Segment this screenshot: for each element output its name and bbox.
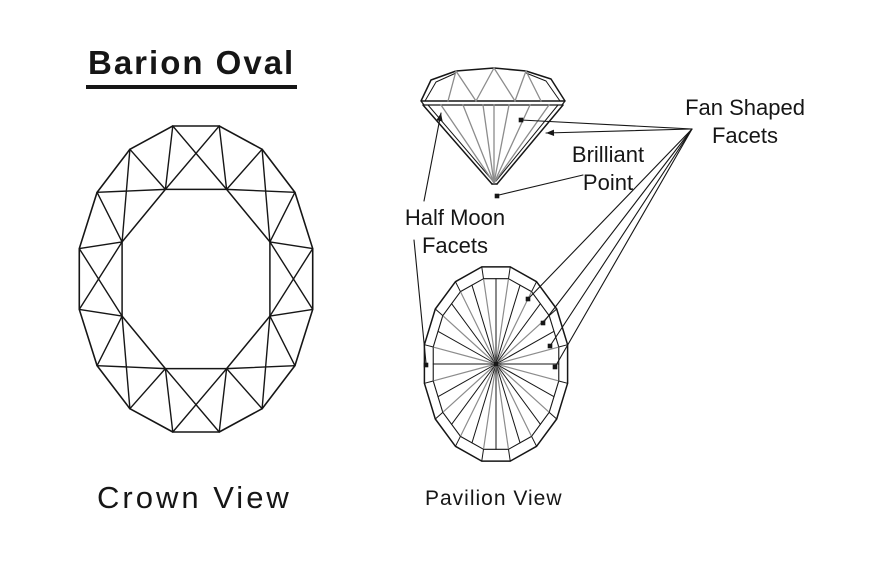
brilliant-point-label: Brilliant Point — [571, 142, 645, 196]
crown-view-drawing — [78, 125, 314, 433]
side-profile-drawing — [420, 67, 566, 185]
half-moon-facets-label: Half Moon Facets — [404, 205, 506, 259]
pavilion-view-drawing — [423, 266, 569, 462]
annotation-lines — [413, 112, 693, 370]
page-title: Barion Oval — [86, 44, 298, 89]
pavilion-view-caption: Pavilion View — [425, 487, 563, 510]
fan-shaped-facets-label: Fan Shaped Facets — [685, 95, 805, 149]
crown-view-caption: Crown View — [97, 480, 292, 515]
